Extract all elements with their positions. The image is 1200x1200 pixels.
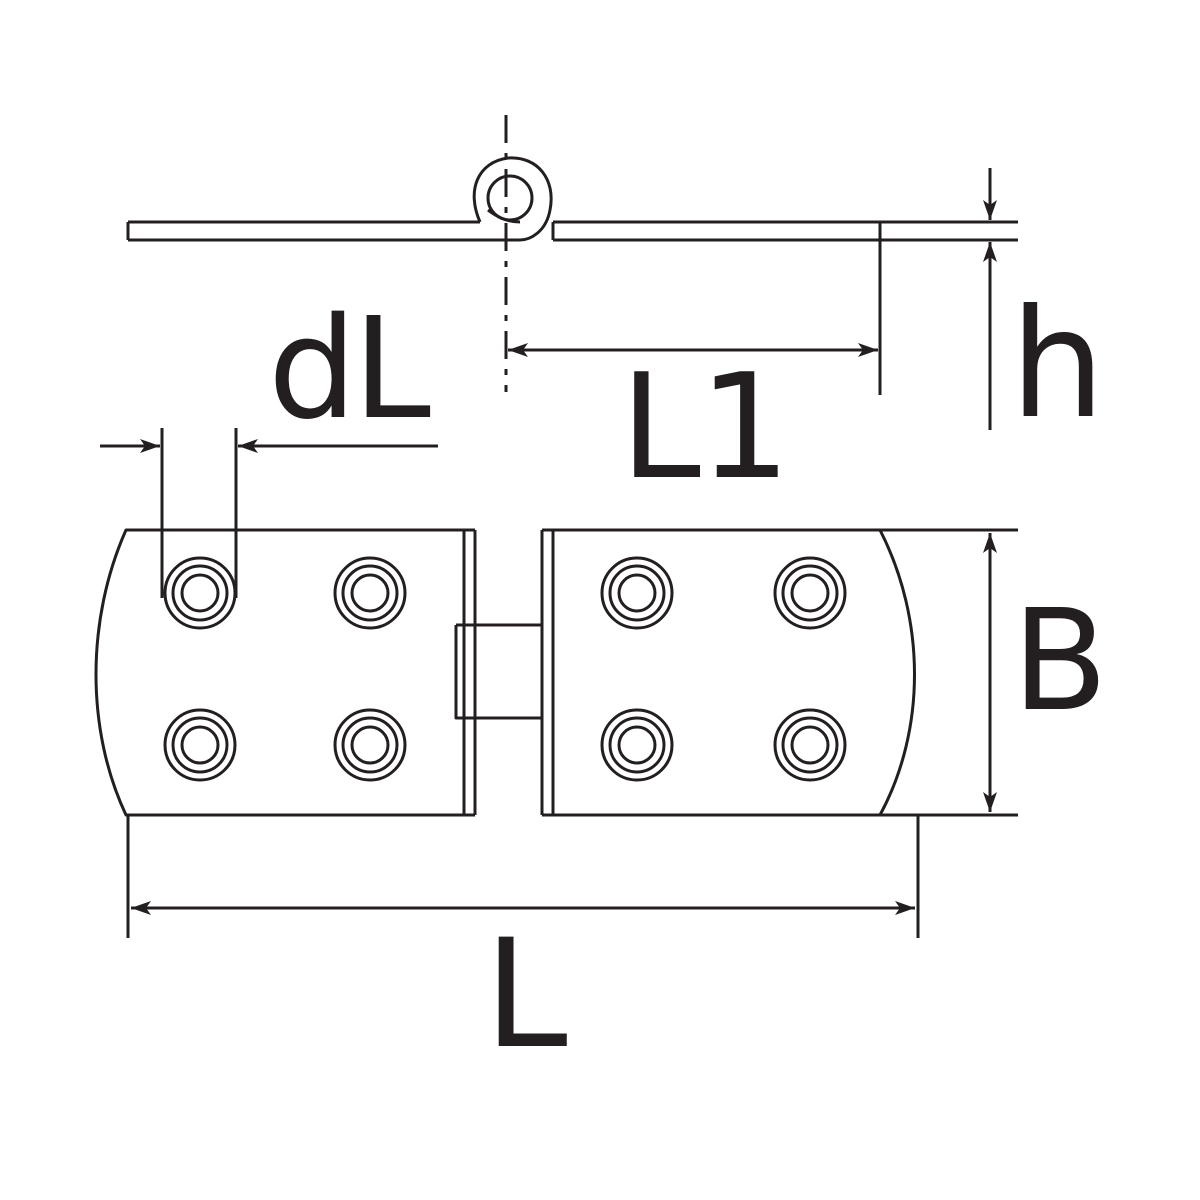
- dimension-L: [126, 815, 920, 938]
- knuckle-outer: [472, 156, 553, 242]
- screw-hole: [600, 556, 674, 630]
- knuckle-right-edge: [540, 528, 555, 817]
- dL-label: dL: [268, 288, 431, 451]
- dimension-B: [880, 528, 1018, 817]
- screw-hole: [333, 556, 407, 630]
- screw-hole: [600, 708, 674, 782]
- dimension-h: [880, 168, 1018, 430]
- screw-hole: [333, 708, 407, 782]
- left-leaf-side: [126, 220, 520, 242]
- plan-view: [94, 528, 916, 817]
- screw-hole: [163, 708, 237, 782]
- dimension-dL: [100, 428, 438, 598]
- knuckle-curl: [487, 208, 521, 224]
- right-leaf-side: [551, 220, 1018, 242]
- left-leaf-outline: [94, 528, 464, 817]
- screw-hole: [773, 556, 847, 630]
- L-label: L: [484, 908, 568, 1082]
- B-label: B: [1012, 580, 1109, 743]
- knuckle-left-edge: [462, 528, 477, 817]
- L1-label: L1: [620, 343, 791, 512]
- dimension-L1: [508, 240, 882, 395]
- screw-hole: [773, 708, 847, 782]
- screw-hole: [163, 556, 237, 630]
- knuckle-middle-segment: [454, 623, 542, 720]
- side-view: [126, 115, 1018, 392]
- right-leaf-outline: [553, 528, 916, 817]
- h-label: h: [1010, 278, 1106, 452]
